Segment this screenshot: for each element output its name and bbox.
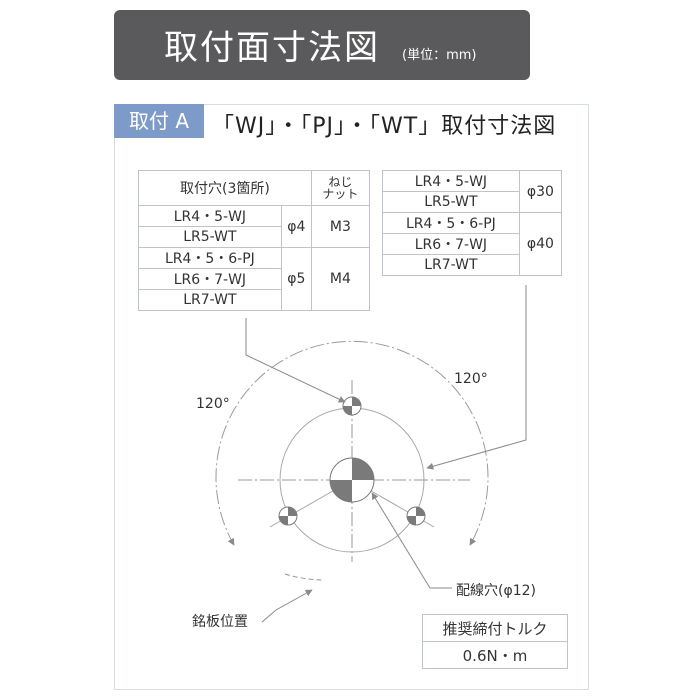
outer-arc	[215, 340, 489, 546]
header-nut-line1: ねじ	[328, 175, 353, 189]
mounting-hole-left	[278, 506, 298, 526]
leader-diameter	[426, 285, 527, 470]
hole-size-cell: φ4	[280, 205, 312, 248]
wiring-hole-label: 配線穴(φ12)	[456, 583, 536, 599]
model-cell: LR6・7-WJ	[138, 268, 282, 290]
leader-wiring-hole	[371, 492, 452, 589]
nameplate-label: 銘板位置	[192, 614, 248, 630]
torque-header: 推奨締付トルク	[422, 614, 568, 642]
page-title: 取付面寸法図	[164, 28, 380, 68]
mounting-hole-top	[342, 396, 362, 416]
torque-value: 0.6N・m	[422, 641, 568, 669]
center-hole	[329, 457, 375, 503]
section-title: 「WJ」・「PJ」・「WT」取付寸法図	[212, 114, 557, 139]
diameter-cell: φ40	[518, 212, 563, 276]
model-cell: LR7-WT	[382, 254, 520, 276]
mounting-hole-right	[406, 506, 426, 526]
title-bar: 取付面寸法図 (単位：mm)	[114, 10, 530, 80]
model-cell: LR4・5-WJ	[138, 205, 282, 227]
angle-label-right: 120°	[454, 371, 488, 387]
nameplate-arc	[284, 573, 323, 581]
header-nut: ねじ ナット	[310, 170, 371, 206]
section-tag: 取付 A	[114, 104, 204, 138]
model-cell: LR4・5・6-PJ	[138, 247, 282, 269]
unit-note: (単位：mm)	[402, 48, 477, 63]
mounting-hole-table: 取付穴(3箇所) ねじ ナット LR4・5-WJ φ4 M3 LR5-WT LR…	[138, 170, 371, 311]
angle-label-left: 120°	[196, 396, 230, 412]
torque-table: 推奨締付トルク 0.6N・m	[422, 614, 568, 669]
diameter-table: LR4・5-WJ φ30 LR5-WT LR4・5・6-PJ φ40 LR6・7…	[382, 170, 563, 276]
nut-size-cell: M4	[310, 247, 371, 311]
model-cell: LR7-WT	[138, 289, 282, 311]
nut-size-cell: M3	[310, 205, 371, 248]
leader-mounting-hole	[245, 318, 346, 403]
header-nut-line2: ナット	[322, 187, 359, 201]
leader-nameplate	[261, 589, 313, 623]
